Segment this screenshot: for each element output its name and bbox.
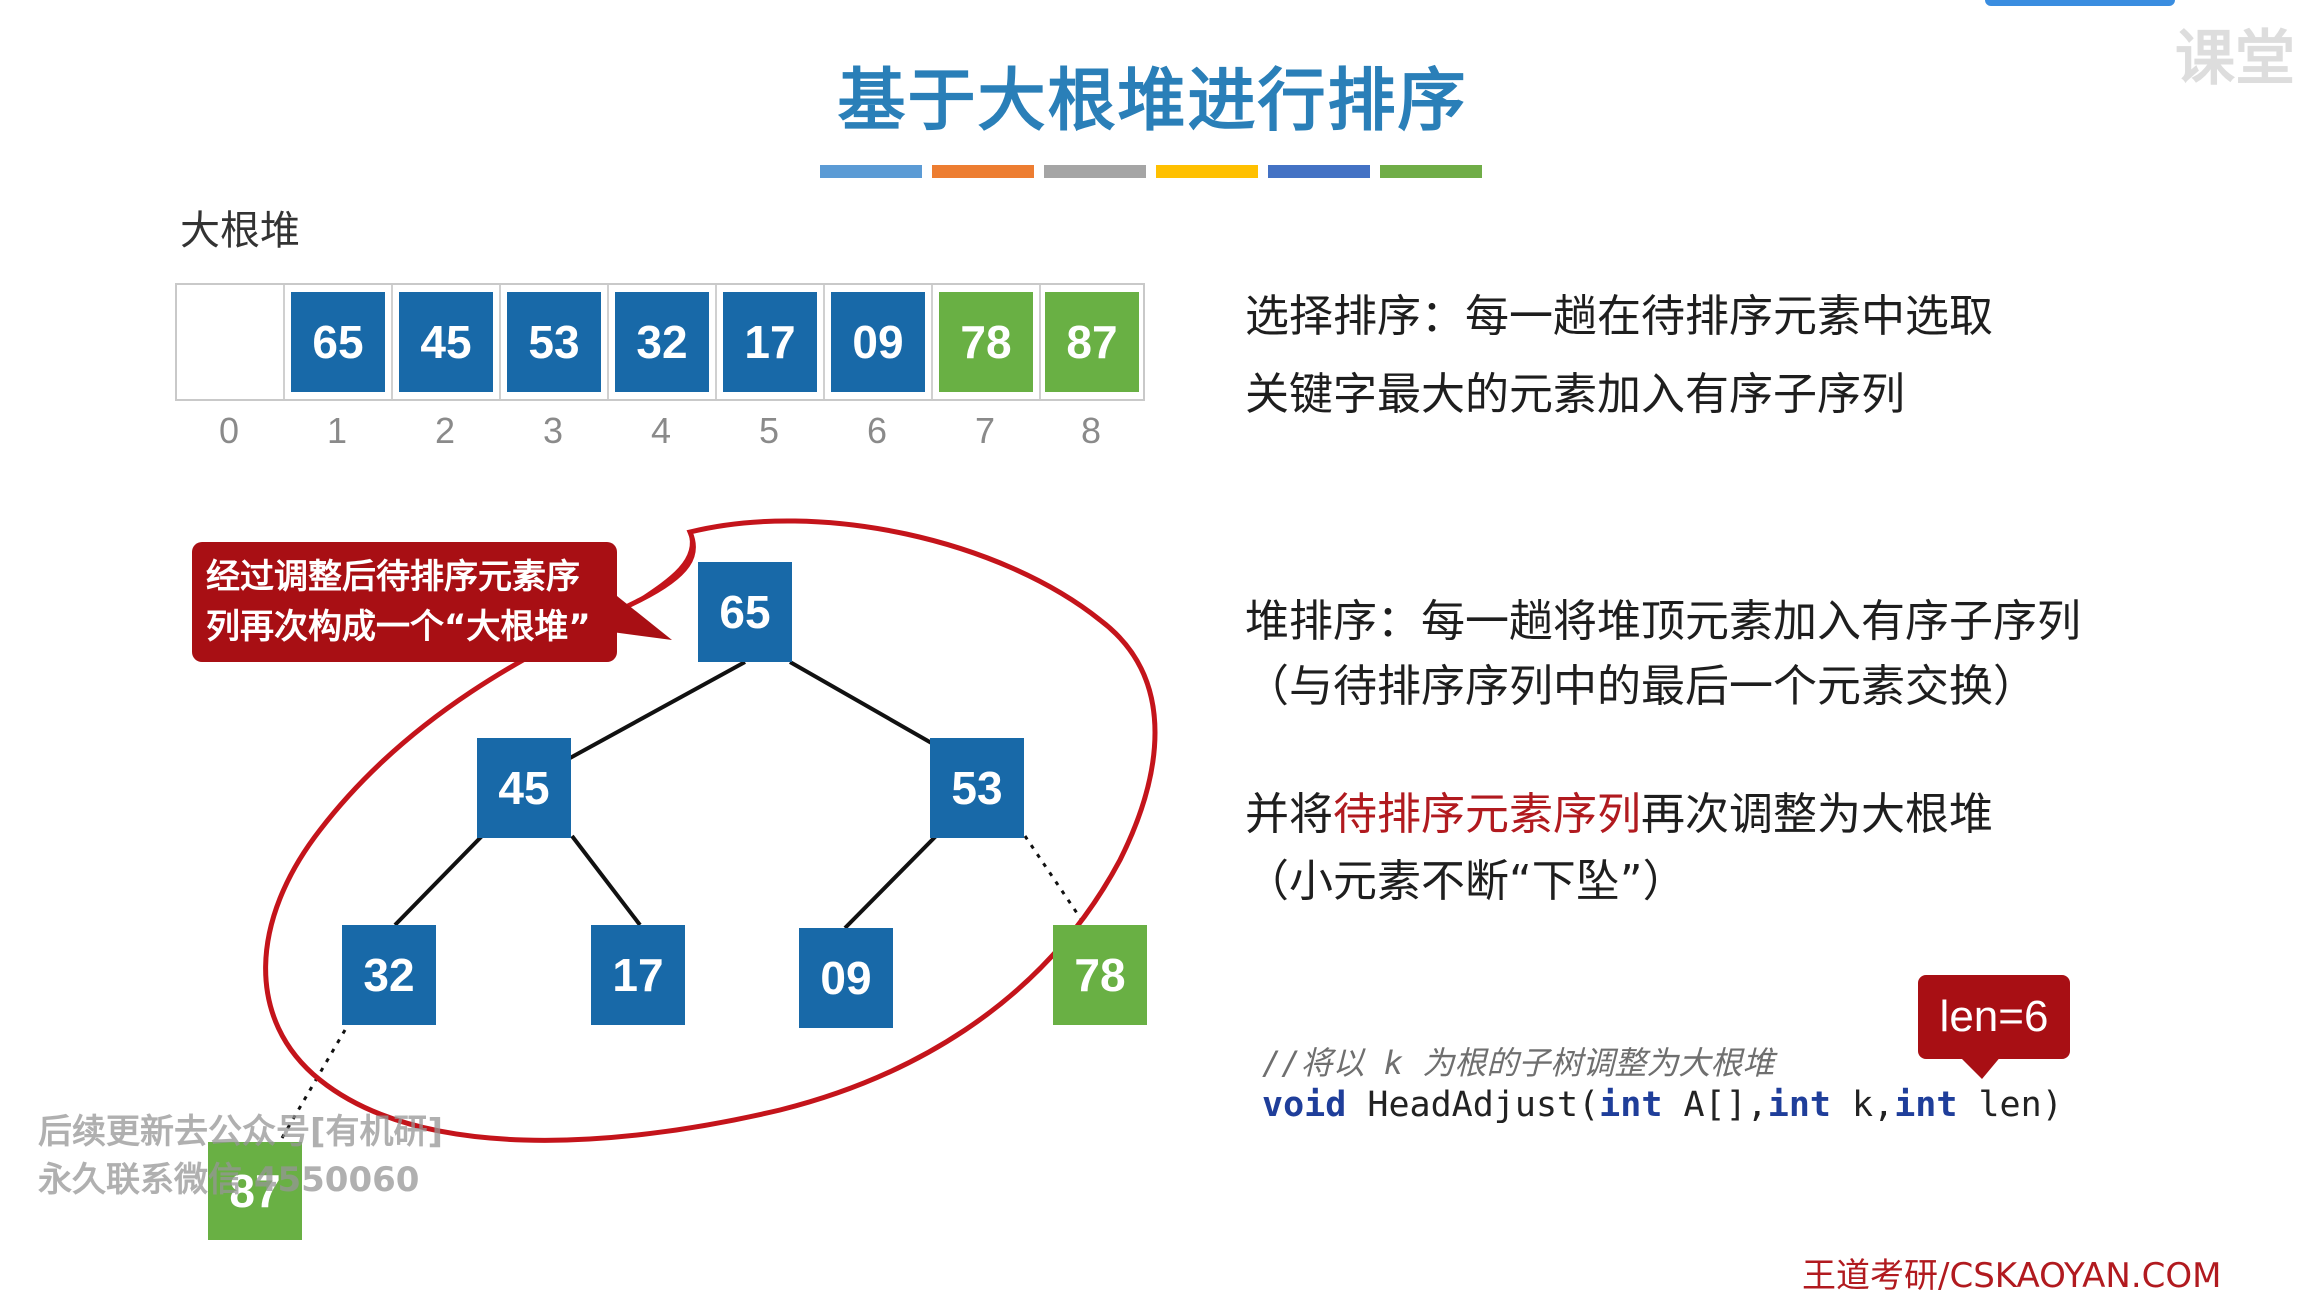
callout-line-1: 经过调整后待排序元素序 (206, 557, 580, 597)
cell-divider (715, 285, 717, 399)
selection-sort-line-2: 关键字最大的元素加入有序子序列 (1245, 369, 1905, 420)
heap-sort-line-2: （与待排序序列中的最后一个元素交换） (1245, 661, 2037, 712)
color-bar-2 (932, 165, 1034, 178)
watermark-logo: 课堂 (2175, 24, 2295, 94)
array-index-7: 7 (974, 410, 996, 451)
callout-line-2: 列再次构成一个“大根堆” (206, 607, 591, 647)
edge-53-78-dotted (1023, 835, 1087, 926)
color-bar-1 (820, 165, 922, 178)
adjust-prefix: 并将 (1245, 789, 1333, 840)
edge-65-53 (789, 660, 936, 747)
red-circle-tail (638, 531, 694, 602)
len-badge-pointer (1958, 1055, 2002, 1079)
array-index-2: 2 (434, 410, 456, 451)
code-param-3: len) (1957, 1085, 2063, 1125)
heap-sort-line-1: 堆排序：每一趟将堆顶元素加入有序子序列 (1245, 596, 2081, 647)
page-title: 基于大根堆进行排序 (837, 62, 1468, 141)
code-comment: //将以 k 为根的子树调整为大根堆 (1262, 1044, 1775, 1082)
code-int-1: int (1599, 1085, 1663, 1125)
cell-divider (1039, 285, 1041, 399)
watermark-line-1: 后续更新去公众号[有机研] (38, 1112, 444, 1152)
callout-pointer (612, 592, 672, 640)
array-cell-1: 65 (291, 292, 385, 392)
adjust-line-2: （小元素不断“下坠”） (1245, 856, 1687, 907)
edge-45-17 (570, 834, 642, 927)
adjust-line-1: 并将待排序元素序列再次调整为大根堆 (1245, 778, 1993, 842)
tree-node-45: 45 (477, 738, 571, 838)
selection-sort-line-1: 选择排序：每一趟在待排序元素中选取 (1245, 291, 1993, 342)
top-progress-strip (1985, 0, 2175, 6)
tree-node-78: 78 (1053, 925, 1147, 1025)
adjust-highlight: 待排序元素序列 (1333, 789, 1641, 840)
color-bar-6 (1380, 165, 1482, 178)
code-fn: HeadAdjust( (1346, 1085, 1600, 1125)
color-bar-4 (1156, 165, 1258, 178)
footer-brand: 王道考研/CSKAOYAN.COM (1802, 1256, 2222, 1296)
cell-divider (283, 285, 285, 399)
array-cell-2: 45 (399, 292, 493, 392)
array-cell-5: 17 (723, 292, 817, 392)
code-int-3: int (1894, 1085, 1958, 1125)
array-index-3: 3 (542, 410, 564, 451)
edge-32-87-dotted (273, 1029, 347, 1151)
tree-node-65: 65 (698, 562, 792, 662)
tree-node-17: 17 (591, 925, 685, 1025)
cell-divider (931, 285, 933, 399)
color-bar-5 (1268, 165, 1370, 178)
edge-65-45 (569, 660, 746, 760)
array-cell-4: 32 (615, 292, 709, 392)
array-cell-3: 53 (507, 292, 601, 392)
red-circle-annotation (263, 518, 1158, 1143)
array-index-0: 0 (218, 410, 240, 451)
cell-divider (607, 285, 609, 399)
array-frame (175, 283, 1145, 401)
heap-label: 大根堆 (180, 208, 300, 254)
array-index-5: 5 (758, 410, 780, 451)
tree-diagram-lines (263, 518, 1158, 1151)
array-index-4: 4 (650, 410, 672, 451)
tree-node-32: 32 (342, 925, 436, 1025)
code-param-2: k, (1830, 1085, 1895, 1125)
tree-node-09: 09 (799, 928, 893, 1028)
code-param-1: A[], (1662, 1085, 1768, 1125)
watermark-text: 后续更新去公众号[有机研] 永久联系微信 4550060 (38, 1108, 443, 1204)
cell-divider (823, 285, 825, 399)
array-index-1: 1 (326, 410, 348, 451)
callout-box: 经过调整后待排序元素序 列再次构成一个“大根堆” (192, 542, 617, 662)
adjust-suffix: 再次调整为大根堆 (1641, 789, 1993, 840)
array-cell-8: 87 (1045, 292, 1139, 392)
code-signature: void HeadAdjust(int A[],int k,int len) (1262, 1085, 2063, 1125)
cell-divider (499, 285, 501, 399)
tree-node-87: 87 (208, 1142, 302, 1240)
code-int-2: int (1767, 1085, 1831, 1125)
color-bar-3 (1044, 165, 1146, 178)
watermark-line-2: 永久联系微信 4550060 (38, 1160, 420, 1200)
array-index-8: 8 (1080, 410, 1102, 451)
len-badge: len=6 (1918, 975, 2070, 1059)
cell-divider (391, 285, 393, 399)
array-cell-6: 09 (831, 292, 925, 392)
array-cell-7: 78 (939, 292, 1033, 392)
edge-53-09 (843, 834, 938, 930)
edge-45-32 (393, 834, 484, 927)
code-void: void (1262, 1085, 1347, 1125)
tree-node-53: 53 (930, 738, 1024, 838)
array-index-6: 6 (866, 410, 888, 451)
